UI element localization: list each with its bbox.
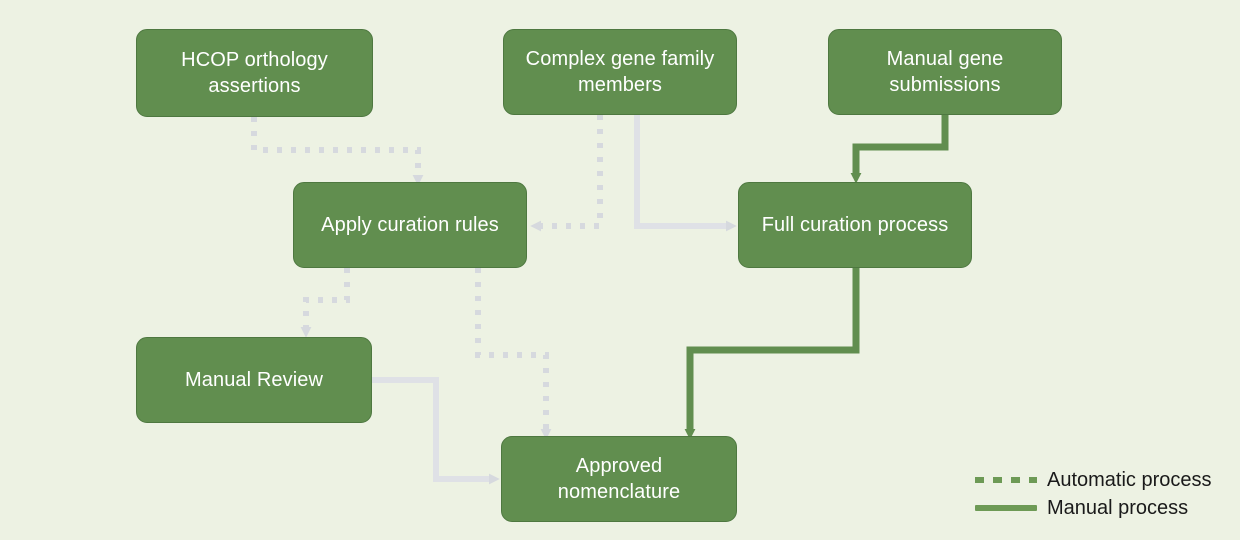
edge-manual-review-to-approved <box>372 377 500 485</box>
node-label: HCOP orthology assertions <box>181 48 328 97</box>
legend-label: Automatic process <box>1047 468 1212 491</box>
node-hcop-orthology-assertions[interactable]: HCOP orthology assertions <box>136 29 373 117</box>
edge-apply-rules-to-approved <box>475 268 552 440</box>
node-manual-gene-submissions[interactable]: Manual gene submissions <box>828 29 1062 115</box>
edge-complex-to-full-curation <box>634 115 737 232</box>
node-label: Apply curation rules <box>321 213 499 236</box>
node-label: Approved nomenclature <box>557 454 681 503</box>
edge-manual-submissions-to-full-curation <box>850 115 949 184</box>
legend-item-automatic-process: Automatic process <box>975 466 1230 494</box>
node-label: Complex gene family members <box>525 47 715 96</box>
edge-full-curation-to-approved <box>684 268 860 440</box>
node-full-curation-process[interactable]: Full curation process <box>738 182 972 268</box>
node-label: Manual Review <box>184 368 324 391</box>
edge-complex-to-apply-rules <box>530 115 603 232</box>
legend: Automatic process Manual process <box>975 466 1230 522</box>
edge-apply-rules-to-manual-review <box>300 268 350 338</box>
node-complex-gene-family-members[interactable]: Complex gene family members <box>503 29 737 115</box>
node-approved-nomenclature[interactable]: Approved nomenclature <box>501 436 737 522</box>
node-apply-curation-rules[interactable]: Apply curation rules <box>293 182 527 268</box>
edge-hcop-to-apply-rules <box>251 117 424 186</box>
node-label: Full curation process <box>761 213 949 236</box>
legend-item-manual-process: Manual process <box>975 494 1230 522</box>
legend-label: Manual process <box>1047 496 1189 519</box>
solid-line-swatch-icon <box>975 505 1037 511</box>
node-label: Manual gene submissions <box>886 47 1004 96</box>
node-manual-review[interactable]: Manual Review <box>136 337 372 423</box>
dotted-line-swatch-icon <box>975 476 1037 484</box>
